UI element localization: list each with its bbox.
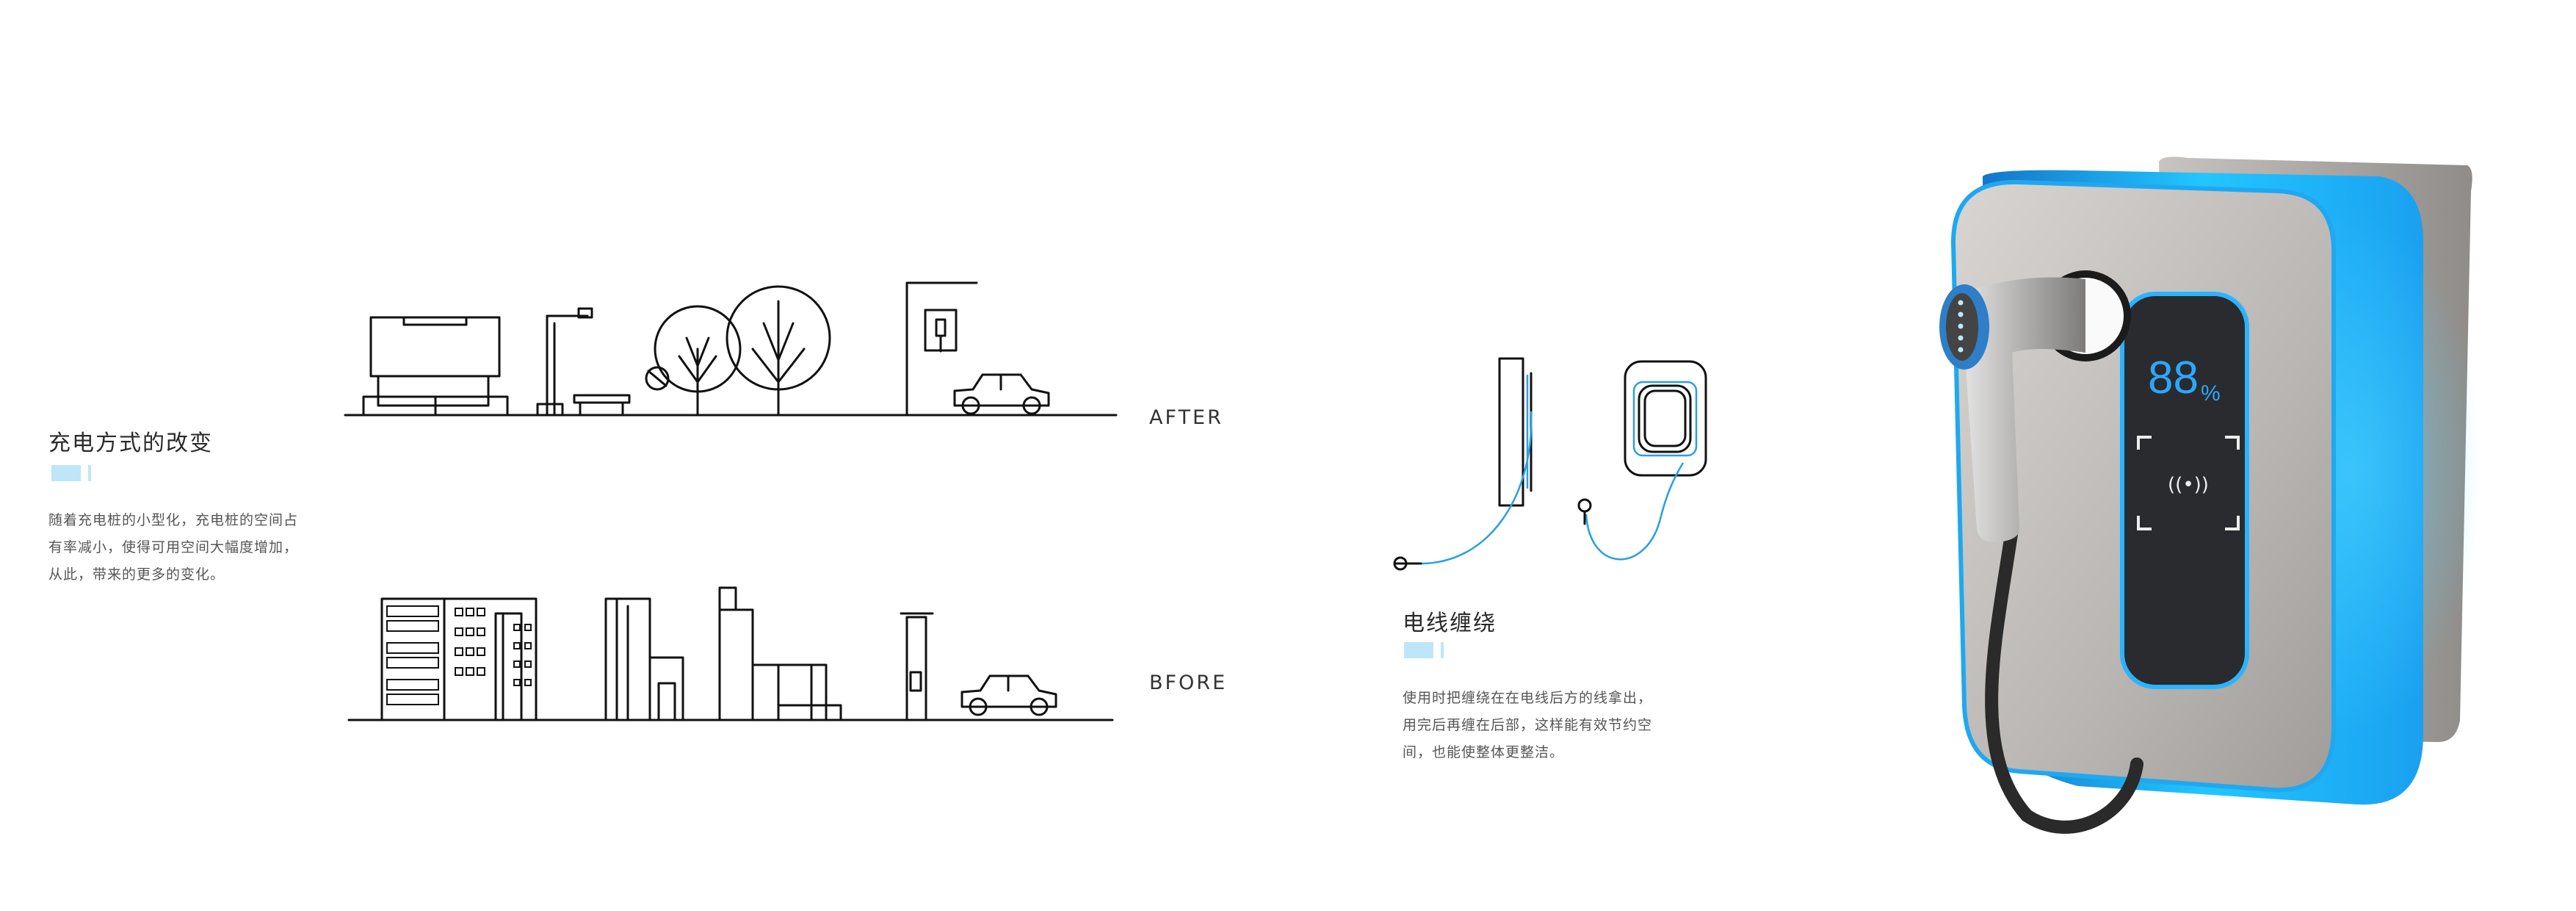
- section-title-charging-change: 充电方式的改变: [48, 431, 213, 456]
- battery-percent: 88: [2148, 353, 2199, 403]
- after-label: AFTER: [1149, 406, 1223, 429]
- section-description: 随着充电桩的小型化，充电桩的空间占 有率减小，使得可用空间大幅度增加， 从此，带…: [48, 507, 298, 588]
- cable-winding-illustration: [1393, 357, 1707, 571]
- before-label: BFORE: [1149, 671, 1228, 694]
- description-line: 使用时把缠绕在在电线后方的线拿出，: [1403, 690, 1653, 706]
- description-line: 间，也能使整体更整洁。: [1403, 744, 1565, 760]
- section-title-cable-winding: 电线缠绕: [1403, 611, 1497, 636]
- trees-icon: [645, 285, 831, 417]
- description-line: 用完后再缠在后部，这样能有效节约空: [1403, 717, 1653, 733]
- car-icon: [960, 674, 1057, 716]
- charger-device-render: 88 % ((•)): [1939, 156, 2482, 834]
- street-lamp-icon: [536, 307, 593, 417]
- building-icon: [718, 586, 842, 721]
- after-illustration: [344, 281, 1118, 417]
- title-accent-bar: [51, 465, 95, 481]
- building-icon: [604, 597, 684, 721]
- title-accent-bar: [1404, 642, 1448, 658]
- before-illustration: [347, 586, 1114, 721]
- building-icon: [380, 597, 538, 721]
- description-line: 有率减小，使得可用空间大幅度增加，: [48, 539, 299, 555]
- charging-pile-icon: [900, 612, 934, 721]
- percent-sign: %: [2201, 381, 2221, 406]
- bench-icon: [573, 394, 631, 417]
- description-line: 从此，带来的更多的变化。: [48, 566, 225, 583]
- section-description: 使用时把缠绕在在电线后方的线拿出， 用完后再缠在后部，这样能有效节约空 间，也能…: [1403, 685, 1652, 766]
- car-icon: [953, 373, 1050, 415]
- wall-charger-icon: [905, 281, 978, 417]
- kiosk-icon: [362, 316, 509, 417]
- description-line: 随着充电桩的小型化，充电桩的空间占: [48, 512, 299, 528]
- nfc-icon: ((•)): [2168, 474, 2209, 496]
